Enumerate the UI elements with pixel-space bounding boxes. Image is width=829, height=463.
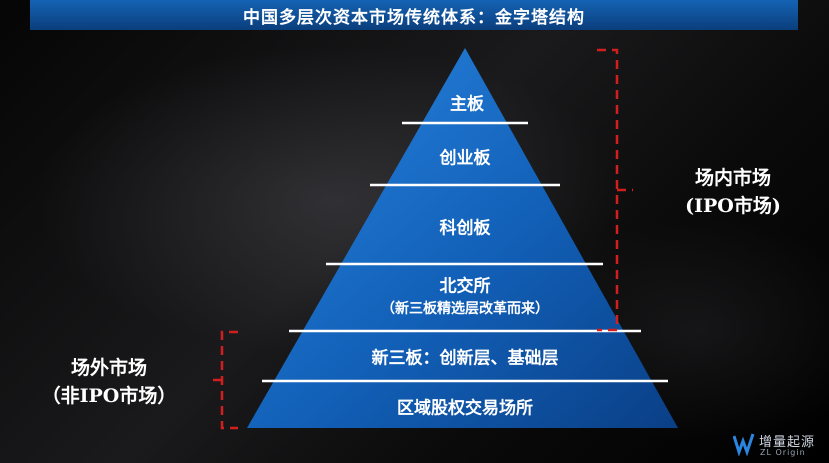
tier-neeq: 新三板：创新层、基础层 (371, 348, 559, 369)
page-title: 中国多层次资本市场传统体系：金字塔结构 (243, 7, 585, 28)
otc-market-title: 场外市场 (70, 357, 147, 379)
tier-main-board: 主板 (450, 94, 484, 115)
exchange-market-title: 场内市场 (694, 167, 771, 189)
exchange-market-label: 场内市场 (IPO市场) (658, 164, 808, 220)
brand-logo: 增量起源 ZL Origin (733, 430, 823, 460)
pyramid-shape (247, 48, 678, 428)
tier-chinext: 创业板 (439, 148, 491, 169)
otc-market-subtitle: （非IPO市场） (41, 385, 177, 407)
tier-star-market: 科创板 (439, 218, 491, 239)
exchange-bracket (597, 48, 633, 332)
logo-text-en: ZL Origin (760, 448, 806, 457)
tier-bse-note: （新三板精选层改革而来） (381, 301, 549, 317)
title-bar: 中国多层次资本市场传统体系：金字塔结构 (30, 0, 798, 30)
otc-market-label: 场外市场 （非IPO市场） (14, 354, 204, 410)
logo-mark-icon (733, 433, 755, 456)
exchange-market-subtitle: (IPO市场) (685, 195, 781, 217)
logo-text-cn: 增量起源 (759, 435, 816, 450)
tier-bse: 北交所 (439, 276, 491, 297)
tier-regional-equity: 区域股权交易场所 (397, 398, 533, 419)
otc-bracket (210, 330, 238, 430)
